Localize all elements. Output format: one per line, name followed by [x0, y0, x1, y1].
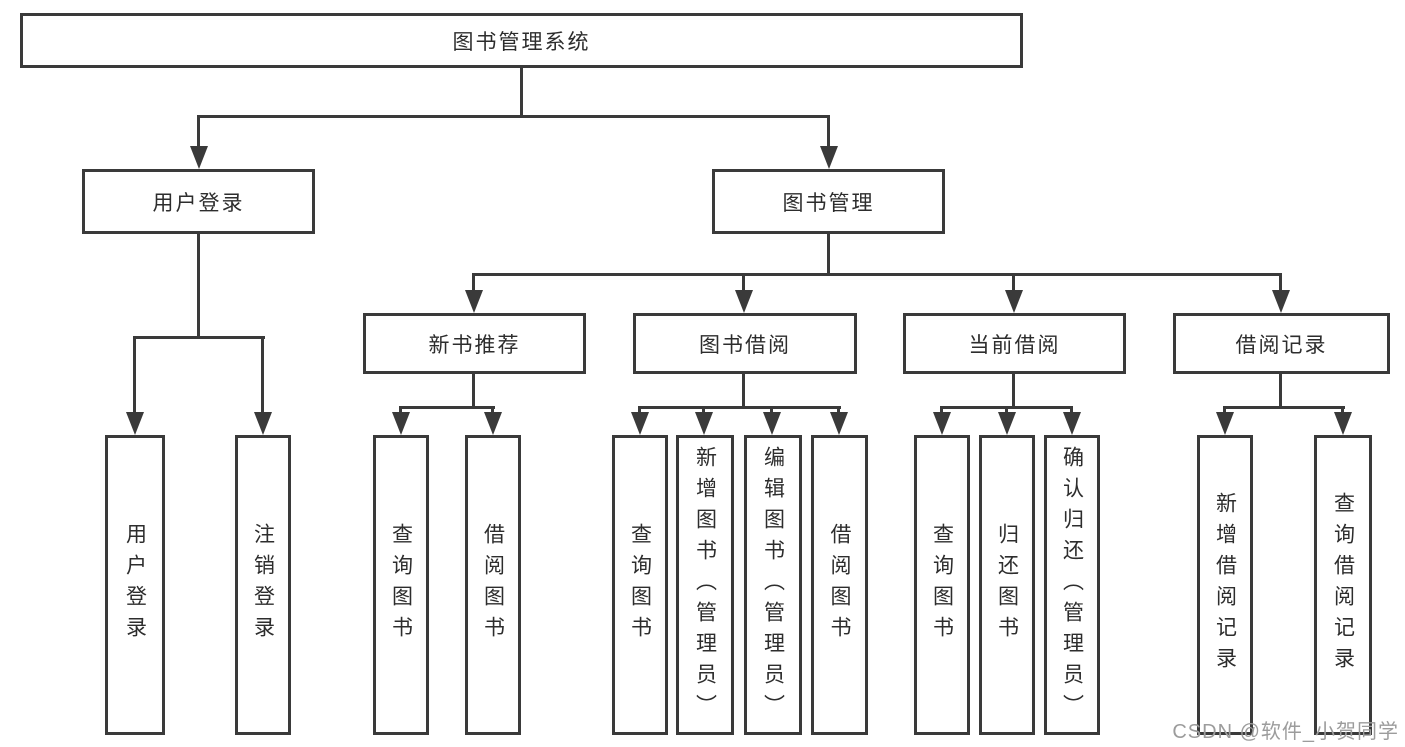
leaf-borrow-query-books-label: 查询图书	[628, 523, 652, 647]
arrow-down-icon	[735, 290, 753, 313]
arrow-down-icon	[998, 412, 1016, 435]
connector-l3-stub	[472, 273, 475, 294]
arrow-down-icon	[830, 412, 848, 435]
arrow-down-icon	[254, 412, 272, 435]
leaf-return-books: 归还图书	[979, 435, 1035, 735]
node-current-borrow-label: 当前借阅	[968, 333, 1061, 357]
node-book-borrow-label: 图书借阅	[699, 333, 791, 357]
arrow-down-icon	[465, 290, 483, 313]
connector-currentborrow-stub	[1070, 406, 1073, 415]
leaf-borrow-books-label: 借阅图书	[828, 523, 851, 647]
node-root-label: 图书管理系统	[452, 30, 591, 54]
arrow-down-icon	[1005, 290, 1023, 313]
leaf-recommend-query-books: 查询图书	[373, 435, 429, 735]
leaf-add-books-admin-label: 新增图书（管理员）	[693, 445, 717, 725]
arrow-down-icon	[933, 412, 951, 435]
arrow-down-icon	[126, 412, 144, 435]
arrow-down-icon	[763, 412, 781, 435]
arrow-down-icon	[1272, 290, 1290, 313]
leaf-add-borrow-record-label: 新增借阅记录	[1213, 492, 1237, 678]
node-root: 图书管理系统	[20, 13, 1023, 68]
node-user-login: 用户登录	[82, 169, 315, 234]
leaf-edit-books-admin-label: 编辑图书（管理员）	[761, 445, 785, 725]
leaf-logout-label: 注销登录	[251, 523, 275, 647]
leaf-query-borrow-record-label: 查询借阅记录	[1331, 492, 1355, 678]
connector-bookborrow-stub	[837, 406, 840, 415]
node-borrow-records-label: 借阅记录	[1235, 333, 1328, 357]
connector-root-feed	[520, 68, 523, 118]
arrow-down-icon	[190, 146, 208, 169]
arrow-down-icon	[1063, 412, 1081, 435]
arrow-down-icon	[392, 412, 410, 435]
leaf-add-books-admin: 新增图书（管理员）	[676, 435, 734, 735]
connector-l3-hline	[472, 273, 1282, 276]
connector-recommend-stub	[491, 406, 494, 415]
arrow-down-icon	[695, 412, 713, 435]
connector-records-feed	[1279, 374, 1282, 409]
connector-l1-stub-left	[197, 115, 200, 149]
leaf-recommend-borrow-books-label: 借阅图书	[481, 523, 505, 647]
leaf-confirm-return-admin: 确认归还（管理员）	[1044, 435, 1100, 735]
leaf-logout: 注销登录	[235, 435, 291, 735]
node-borrow-records: 借阅记录	[1173, 313, 1390, 374]
node-new-book-recommend-label: 新书推荐	[428, 333, 521, 357]
arrow-down-icon	[820, 146, 838, 169]
node-user-login-label: 用户登录	[152, 191, 245, 215]
connector-bookborrow-feed	[742, 374, 745, 409]
leaf-return-books-label: 归还图书	[995, 523, 1019, 647]
connector-l3-stub	[742, 273, 745, 294]
leaf-current-query-books: 查询图书	[914, 435, 970, 735]
node-current-borrow: 当前借阅	[903, 313, 1126, 374]
node-book-borrow: 图书借阅	[633, 313, 857, 374]
node-new-book-recommend: 新书推荐	[363, 313, 586, 374]
leaf-edit-books-admin: 编辑图书（管理员）	[744, 435, 802, 735]
connector-l3-stub	[1012, 273, 1015, 294]
leaf-borrow-books: 借阅图书	[811, 435, 868, 735]
leaf-current-query-books-label: 查询图书	[930, 523, 954, 647]
leaf-recommend-borrow-books: 借阅图书	[465, 435, 521, 735]
connector-currentborrow-stub	[940, 406, 943, 415]
arrow-down-icon	[1334, 412, 1352, 435]
node-book-management: 图书管理	[712, 169, 945, 234]
connector-records-hline	[1223, 406, 1345, 409]
connector-bookmgmt-feed	[827, 234, 830, 276]
connector-userlogin-hline	[133, 336, 265, 339]
node-book-management-label: 图书管理	[782, 191, 875, 215]
connector-currentborrow-feed	[1012, 374, 1015, 409]
leaf-confirm-return-admin-label: 确认归还（管理员）	[1060, 445, 1084, 725]
leaf-user-login: 用户登录	[105, 435, 165, 735]
connector-bookborrow-hline	[638, 406, 841, 409]
leaf-add-borrow-record: 新增借阅记录	[1197, 435, 1253, 735]
arrow-down-icon	[1216, 412, 1234, 435]
connector-l1-hline	[197, 115, 830, 118]
connector-userlogin-feed	[197, 234, 200, 337]
connector-bookborrow-stub	[770, 406, 773, 415]
leaf-borrow-query-books: 查询图书	[612, 435, 668, 735]
connector-records-stub	[1223, 406, 1226, 415]
connector-bookborrow-stub	[702, 406, 705, 415]
connector-userlogin-stub	[261, 336, 264, 415]
connector-recommend-feed	[472, 374, 475, 409]
arrow-down-icon	[631, 412, 649, 435]
connector-l1-stub-right	[827, 115, 830, 149]
leaf-user-login-label: 用户登录	[123, 523, 147, 647]
arrow-down-icon	[484, 412, 502, 435]
leaf-query-borrow-record: 查询借阅记录	[1314, 435, 1372, 735]
connector-bookborrow-stub	[638, 406, 641, 415]
connector-currentborrow-stub	[1005, 406, 1008, 415]
connector-recommend-stub	[399, 406, 402, 415]
connector-recommend-hline	[399, 406, 495, 409]
connector-records-stub	[1341, 406, 1344, 415]
csdn-watermark: CSDN @软件_小贺同学	[1172, 721, 1399, 743]
connector-l3-stub	[1279, 273, 1282, 294]
leaf-recommend-query-books-label: 查询图书	[389, 523, 413, 647]
connector-userlogin-stub	[133, 336, 136, 415]
